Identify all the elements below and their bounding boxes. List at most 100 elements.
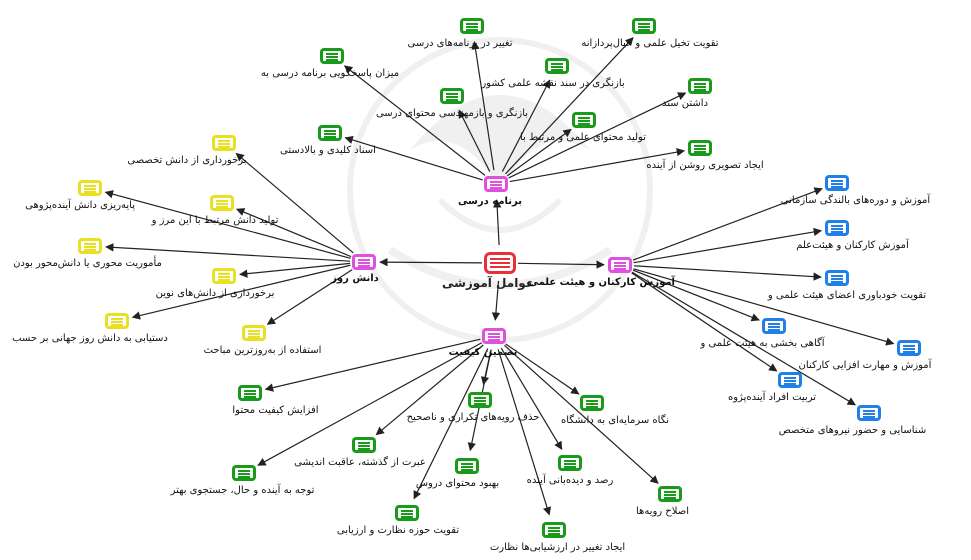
edge-root-quality — [491, 280, 501, 321]
node-label-k2: پایه‌ریزی دانش آینده‌پژوهی — [25, 200, 135, 211]
node-icon-k6[interactable] — [105, 313, 129, 329]
edge-root-knowledge — [379, 257, 483, 267]
node-icon-s2[interactable] — [825, 220, 849, 236]
edge-curriculum-c8 — [506, 128, 572, 177]
node-label-c1: تغییر در برنامه‌های درسی — [407, 38, 513, 49]
node-icon-s4[interactable] — [762, 318, 786, 334]
node-icon-k1[interactable] — [212, 135, 236, 151]
node-icon-c6[interactable] — [440, 88, 464, 104]
edge-quality-q8 — [504, 344, 659, 484]
node-label-c8: تولید محتوای علمی و مرتبط با — [520, 132, 646, 143]
edge-quality-q5 — [257, 342, 483, 466]
node-icon-curriculum[interactable] — [484, 176, 508, 192]
node-label-curriculum: برنامه درسی — [457, 196, 522, 207]
edge-quality-q1 — [264, 338, 481, 392]
edge-curriculum-c5 — [508, 92, 687, 179]
node-icon-c2[interactable] — [632, 18, 656, 34]
node-label-c5: داشتن سند — [661, 98, 709, 109]
node-icon-c7[interactable] — [318, 125, 342, 141]
edge-curriculum-c3 — [343, 65, 486, 176]
node-icon-c8[interactable] — [572, 112, 596, 128]
node-label-k1: برخورداری از دانش تخصصی — [127, 155, 247, 166]
node-icon-quality[interactable] — [482, 328, 506, 344]
edge-root-curriculum — [492, 199, 502, 246]
node-icon-s6[interactable] — [778, 372, 802, 388]
edge-staff-s4 — [632, 269, 760, 322]
node-label-q7: رصد و دیده‌بانی آینده — [526, 475, 614, 486]
node-icon-q7[interactable] — [558, 455, 582, 471]
node-icon-k2[interactable] — [78, 180, 102, 196]
node-icon-c5[interactable] — [688, 78, 712, 94]
node-label-k7: استفاده از به‌روزترین مباحث — [203, 345, 322, 356]
node-label-c9: ایجاد تصویری روشن از آینده — [646, 160, 764, 171]
node-icon-q1[interactable] — [238, 385, 262, 401]
node-icon-q10[interactable] — [542, 522, 566, 538]
node-label-q5: توجه به آینده و حال، جستجوی بهتر — [170, 485, 315, 496]
node-label-s7: شناسایی و حضور نیروهای متخصص — [778, 425, 927, 436]
node-label-q10: ایجاد تغییر در ارزشیابی‌ها نظارت — [489, 542, 626, 553]
node-icon-q5[interactable] — [232, 465, 256, 481]
node-icon-knowledge[interactable] — [352, 254, 376, 270]
node-icon-q9[interactable] — [395, 505, 419, 521]
node-label-q9: تقویت حوزه نظارت و ارزیابی — [336, 525, 460, 536]
node-icon-c4[interactable] — [545, 58, 569, 74]
node-label-s6: تربیت افراد آینده‌پژوه — [727, 392, 817, 403]
node-icon-root[interactable] — [484, 252, 516, 274]
node-icon-k5[interactable] — [212, 268, 236, 284]
node-label-s3: تقویت خودباوری اعضای هیئت علمی و — [767, 290, 927, 301]
node-icon-q3[interactable] — [580, 395, 604, 411]
node-label-staff: آموزش کارکنان و هیئت علمی — [528, 277, 675, 288]
edge-knowledge-k5 — [239, 262, 351, 278]
node-label-q8: اصلاح رویه‌ها — [636, 506, 689, 517]
edge-curriculum-c7 — [344, 135, 483, 181]
edge-quality-q4 — [375, 344, 484, 436]
edge-curriculum-c9 — [509, 147, 686, 183]
edge-quality-q3 — [505, 343, 580, 395]
edge-root-staff — [517, 260, 605, 269]
node-label-q1: افزایش کیفیت محتوا — [232, 405, 319, 416]
edge-staff-s6 — [631, 272, 778, 372]
edge-quality-q7 — [500, 347, 563, 450]
node-label-s5: آموزش و مهارت افزایی کارکنان — [798, 360, 932, 371]
edge-staff-s1 — [632, 187, 823, 261]
node-icon-q8[interactable] — [658, 486, 682, 502]
edge-curriculum-c6 — [458, 109, 491, 172]
node-label-k4: مأموریت محوری یا دانش‌محور بودن — [13, 258, 162, 269]
node-label-c3: میزان پاسخگویی برنامه درسی به — [260, 68, 400, 79]
node-icon-s7[interactable] — [857, 405, 881, 421]
node-icon-q2[interactable] — [468, 392, 492, 408]
node-label-q6: بهبود محتوای دروس — [415, 478, 500, 489]
node-label-q2: حذف رویه‌های تکراری و ناصحیح — [406, 412, 540, 423]
node-icon-s3[interactable] — [825, 270, 849, 286]
node-icon-c3[interactable] — [320, 48, 344, 64]
node-label-k5: برخورداری از دانش‌های نوین — [155, 288, 275, 299]
edge-curriculum-c4 — [501, 79, 551, 172]
node-label-c4: بازنگری در سند نقشه علمی کشور — [481, 78, 625, 89]
edge-knowledge-k3 — [235, 208, 352, 258]
node-icon-c9[interactable] — [688, 140, 712, 156]
node-icon-q6[interactable] — [455, 458, 479, 474]
edge-quality-q10 — [497, 349, 552, 516]
edge-knowledge-k2 — [104, 190, 351, 259]
node-icon-k4[interactable] — [78, 238, 102, 254]
node-label-q4: عبرت از گذشته، عاقبت اندیشی — [294, 457, 426, 468]
node-label-quality: تضمین کیفیت — [448, 347, 518, 358]
node-icon-s1[interactable] — [825, 175, 849, 191]
node-icon-k7[interactable] — [242, 325, 266, 341]
node-icon-c1[interactable] — [460, 18, 484, 34]
node-icon-s5[interactable] — [897, 340, 921, 356]
node-label-root: عوامل آموزشی — [441, 276, 535, 290]
node-icon-staff[interactable] — [608, 257, 632, 273]
edge-curriculum-c2 — [505, 37, 634, 175]
edge-quality-q9 — [413, 348, 489, 500]
node-label-s2: آموزش کارکنان و هیئت‌علم — [796, 240, 909, 251]
node-icon-k3[interactable] — [210, 195, 234, 211]
edge-knowledge-k1 — [235, 152, 354, 254]
node-label-c6: بازنگری و بازمهندسی محتوای درسی — [375, 108, 529, 119]
edge-knowledge-k4 — [105, 243, 351, 262]
node-icon-q4[interactable] — [352, 437, 376, 453]
edge-staff-s7 — [631, 271, 856, 406]
edge-staff-s5 — [633, 268, 895, 346]
